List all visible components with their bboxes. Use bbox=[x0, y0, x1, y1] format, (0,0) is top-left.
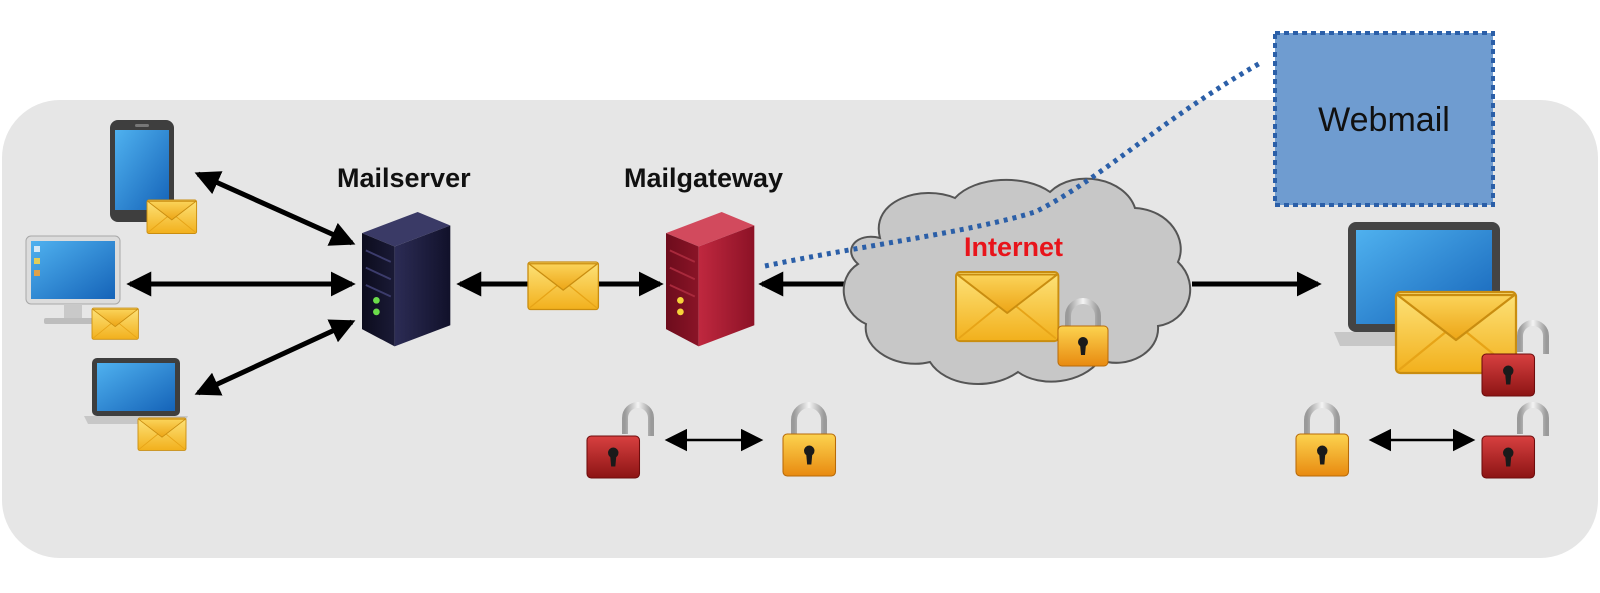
arrow-phone-mailserver bbox=[194, 171, 356, 246]
desktop-computer-icon bbox=[25, 235, 121, 324]
envelope-icon bbox=[146, 199, 198, 234]
envelope-icon bbox=[527, 261, 600, 311]
mailgateway-icon bbox=[665, 211, 756, 348]
arrow-laptop-mailserver bbox=[194, 319, 356, 396]
envelope-icon bbox=[137, 417, 187, 451]
envelope-icon bbox=[91, 307, 139, 340]
envelope-icon bbox=[955, 271, 1060, 343]
lock-open-icon bbox=[586, 402, 654, 479]
mailserver-icon bbox=[361, 211, 452, 348]
lock-closed-icon bbox=[1295, 402, 1350, 477]
network-panel bbox=[2, 100, 1598, 558]
laptop-icon bbox=[84, 358, 188, 424]
webmail-connector bbox=[764, 59, 1264, 269]
lock-closed-icon bbox=[782, 402, 837, 477]
lock-open-icon bbox=[1481, 402, 1549, 479]
lock-open-icon bbox=[1481, 320, 1549, 397]
webmail-box bbox=[1273, 31, 1495, 207]
lock-closed-icon bbox=[1057, 298, 1109, 367]
smartphone-icon bbox=[110, 120, 174, 222]
